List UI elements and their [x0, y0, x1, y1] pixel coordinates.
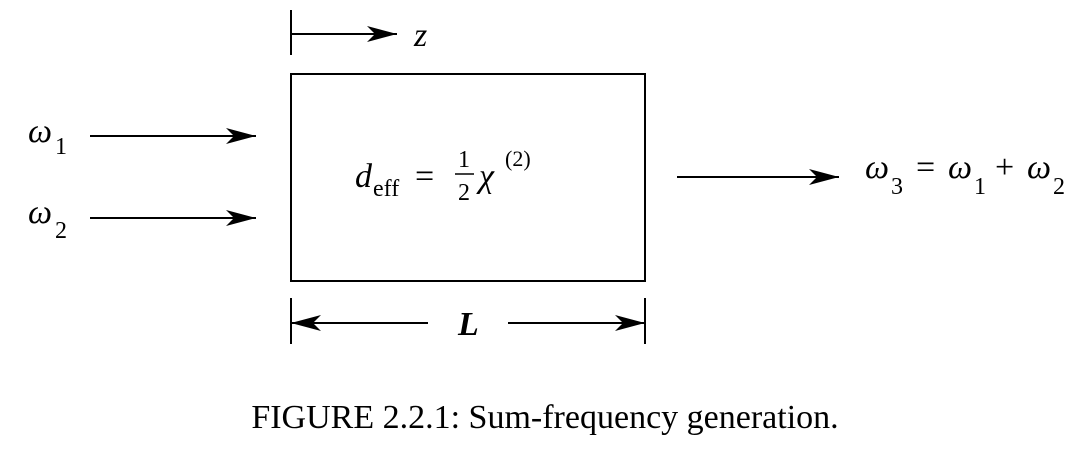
output-term2-subscript: 2: [1053, 174, 1065, 200]
output-equals: =: [916, 149, 935, 186]
z-axis-indicator: z: [290, 10, 427, 55]
omega-2-symbol: ω: [28, 194, 52, 231]
omega-3-subscript: 3: [891, 174, 903, 200]
omega-2-subscript: 2: [55, 218, 67, 244]
chi-symbol: χ: [476, 158, 495, 195]
chi-superscript: (2): [505, 146, 531, 171]
deff-equals: =: [415, 158, 434, 195]
d-symbol: d: [355, 158, 373, 195]
input-beam-omega-1: ω 1: [28, 113, 256, 160]
d-subscript: eff: [373, 176, 399, 202]
input-beam-omega-2: ω 2: [28, 194, 256, 244]
nonlinear-crystal-box: [290, 73, 646, 282]
omega-1-symbol: ω: [28, 113, 52, 150]
fraction-denominator: 2: [458, 180, 470, 206]
omega-3-symbol: ω: [865, 149, 889, 186]
omega-1-subscript: 1: [55, 134, 67, 160]
output-term1-symbol: ω: [948, 149, 972, 186]
output-term1-subscript: 1: [974, 174, 986, 200]
length-dimension: L: [290, 298, 646, 344]
fraction-numerator: 1: [458, 147, 470, 173]
output-plus: +: [995, 149, 1014, 186]
output-beam: ω 3 = ω 1 + ω 2: [677, 149, 1065, 200]
output-term2-symbol: ω: [1027, 149, 1051, 186]
figure-caption: FIGURE 2.2.1: Sum-frequency generation.: [251, 399, 838, 436]
deff-equation: d eff = 1 2 χ (2): [355, 146, 531, 206]
z-label: z: [413, 17, 427, 54]
length-label: L: [457, 306, 479, 343]
